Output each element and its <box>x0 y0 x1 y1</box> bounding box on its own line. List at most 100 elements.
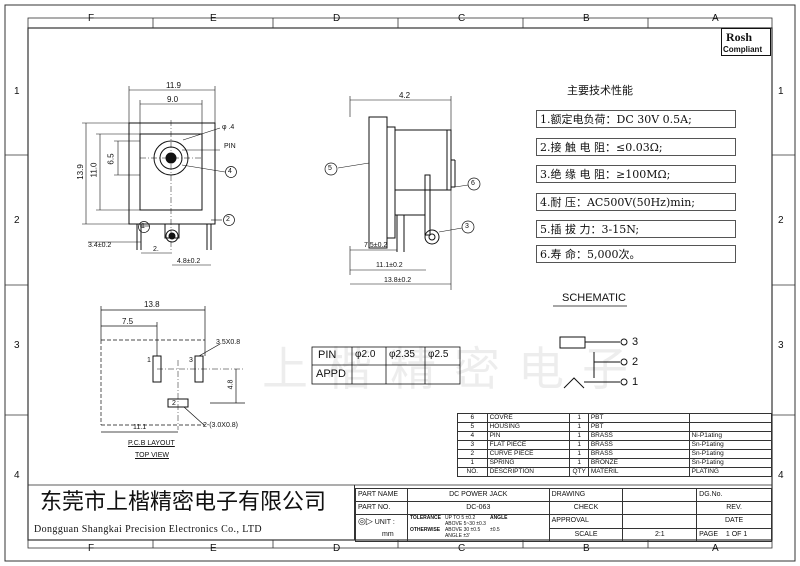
tol-value: ±0.3 <box>476 521 486 527</box>
dim-pcb-7-5: 7.5 <box>122 317 134 326</box>
dim-pcb-4-8: 4.8 <box>227 379 235 390</box>
dim-front-width-outer: 11.9 <box>166 81 181 90</box>
tol-range: ANGLE <box>444 533 462 539</box>
col-label-top-f: F <box>88 13 95 24</box>
col-label-top-a: A <box>712 13 719 24</box>
bom-cell: Sn-P1ating <box>688 440 773 450</box>
pin-table-grid <box>311 346 461 385</box>
row-label-left-2: 2 <box>14 215 20 226</box>
bom-header-cell: NO. <box>457 467 488 477</box>
col-label-top-b: B <box>583 13 590 24</box>
drawing-value <box>622 488 698 502</box>
callout-4: 4 <box>228 168 232 175</box>
dg-no-label: DG.No. <box>696 488 772 502</box>
front-view <box>82 86 237 266</box>
page-label: PAGE <box>699 530 719 538</box>
row-label-right-4: 4 <box>778 470 784 481</box>
callout-6: 6 <box>471 180 475 187</box>
schematic-pin-2: 2 <box>632 356 639 368</box>
check-label: CHECK <box>548 501 624 515</box>
svg-text:上楷精密电子: 上楷精密电子 <box>262 342 646 396</box>
bom-header-cell: PLATING <box>688 467 773 477</box>
pin-table-header-2-5: φ2.5 <box>428 349 449 360</box>
col-label-bottom-a: A <box>712 543 719 554</box>
pcb-slot-note: 2-(3.0X0.8) <box>203 422 239 429</box>
dim-front-height-outer: 13.9 <box>75 164 85 180</box>
row-label-left-1: 1 <box>14 86 20 97</box>
bom-cell: PBT <box>587 413 690 423</box>
check-value <box>622 501 698 515</box>
side-view <box>324 96 481 290</box>
company-block: 东莞市上楷精密电子有限公司 Dongguan Shangkai Precisio… <box>28 485 355 540</box>
col-label-top-d: D <box>333 13 341 24</box>
bom-cell: BRASS <box>587 440 690 450</box>
col-label-bottom-f: F <box>88 543 95 554</box>
callout-2: 2 <box>226 216 230 223</box>
col-label-bottom-c: C <box>458 543 466 554</box>
dim-front-bottom-left: 3.4±0.2 <box>88 242 112 249</box>
pcb-pad-3: 3 <box>189 357 193 364</box>
rohs-line2: Compliant <box>723 45 763 54</box>
pcb-layout <box>100 306 245 433</box>
pcb-pad-2: 2 <box>172 400 176 407</box>
pcb-pad-1: 1 <box>147 357 151 364</box>
row-label-right-3: 3 <box>778 340 784 351</box>
dim-pcb-slot: 3.5X0.8 <box>216 339 241 346</box>
dim-front-hole: 6.5 <box>106 153 116 165</box>
col-label-top-c: C <box>458 13 466 24</box>
row-label-right-2: 2 <box>778 215 784 226</box>
schematic-pin-1: 1 <box>632 376 639 388</box>
dim-front-bottom-right: 4.8±0.2 <box>177 258 201 265</box>
bom-header-cell: DESCRIPTION <box>486 467 571 477</box>
spec-item-5: 5.插 拔 力：3-15N; <box>536 220 736 238</box>
angle-label: ANGLE <box>489 515 508 521</box>
dim-side-top: 4.2 <box>399 91 411 100</box>
row-label-right-1: 1 <box>778 86 784 97</box>
scale-value: 2:1 <box>622 527 698 542</box>
approval-label: APPROVAL <box>548 514 624 529</box>
otherwise-label: OTHERWISE <box>409 527 441 533</box>
callout-5: 5 <box>328 165 332 172</box>
projection-icon: ◎▷ <box>358 516 373 526</box>
specs-title: 主要技术性能 <box>567 84 633 97</box>
bom-header-cell: MATERIL <box>587 467 690 477</box>
bom-cell: PBT <box>587 422 690 432</box>
title-block-table: PART NAME DC POWER JACK DRAWING DG.No. P… <box>355 488 772 542</box>
bom-cell: CURVE PIECE <box>486 449 571 459</box>
bom-cell <box>688 422 773 432</box>
spec-item-4: 4.耐 压：AC500V(50Hz)min; <box>536 193 736 211</box>
bom-cell: 1 <box>457 458 488 468</box>
row-label-left-3: 3 <box>14 340 20 351</box>
bom-cell: HOUSING <box>486 422 571 432</box>
rev-label: REV. <box>696 501 772 515</box>
pin-table-appd: APPD <box>316 368 346 380</box>
bom-cell: 2 <box>457 449 488 459</box>
scale-label: SCALE <box>548 527 624 542</box>
bom-cell: Sn-P1ating <box>688 458 773 468</box>
rohs-line1: Rosh <box>726 30 753 44</box>
tol-value: ±0.5 <box>470 527 481 533</box>
dim-front-phi: φ .4 <box>222 124 235 131</box>
drawing-label: DRAWING <box>548 488 624 502</box>
unit-label: UNIT : <box>374 519 395 526</box>
spec-item-6: 6.寿 命：5,000次。 <box>536 245 736 263</box>
bom-cell: Ni-P1ating <box>688 431 773 441</box>
company-name-en: Dongguan Shangkai Precision Electronics … <box>34 524 262 535</box>
part-name-label: PART NAME <box>355 488 408 502</box>
unit-value: mm <box>382 531 394 538</box>
callout-3: 3 <box>465 223 469 230</box>
bom-cell: BRONZE <box>587 458 690 468</box>
dim-side-7-5: 7.5±0.2 <box>364 242 388 249</box>
bom-cell: 1 <box>569 440 589 450</box>
pin-table-header-2-35: φ2.35 <box>389 349 415 360</box>
col-label-bottom-e: E <box>210 543 217 554</box>
page-cell: PAGE 1 OF 1 <box>696 527 772 542</box>
bom-cell: 6 <box>457 413 488 423</box>
bom-cell: 5 <box>457 422 488 432</box>
